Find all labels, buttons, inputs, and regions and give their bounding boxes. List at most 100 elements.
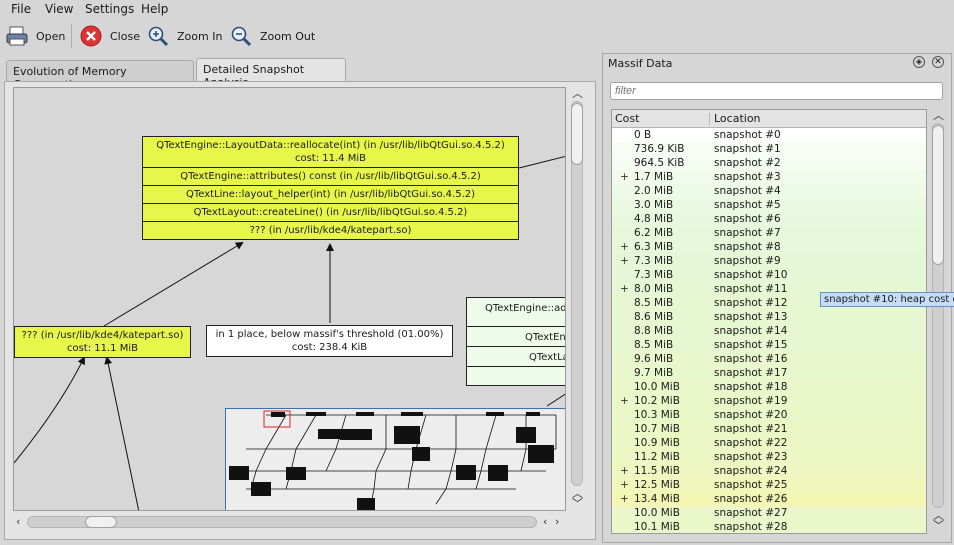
open-button[interactable]: Open	[6, 24, 65, 48]
tree-row[interactable]: 10.3 MiB snapshot #20	[612, 408, 926, 422]
graph-node-katepart[interactable]: ??? (in /usr/lib/kde4/katepart.so) cost:…	[14, 326, 191, 358]
row-location: snapshot #12	[714, 297, 788, 309]
scroll-track[interactable]	[571, 101, 583, 486]
expand-toggle-icon[interactable]: +	[620, 255, 629, 267]
row-cost: 8.6 MiB	[634, 311, 674, 323]
menu-bar: File View Settings Help	[0, 0, 954, 18]
row-location: snapshot #10	[714, 269, 788, 281]
scroll-left-icon[interactable]: ‹	[543, 515, 548, 528]
call-graph-view[interactable]: QTextEngine::LayoutData::reallocate(int)…	[13, 87, 566, 511]
node-cost: cost: 238.4 KiB	[291, 342, 368, 353]
tree-row[interactable]: 8.6 MiB snapshot #13	[612, 310, 926, 324]
float-dock-icon[interactable]: ◈	[913, 56, 925, 68]
node-row	[467, 366, 565, 385]
zoom-in-button[interactable]: Zoom In	[147, 24, 222, 48]
node-row: QTextLayout::createLine() (in /usr/lib/l…	[143, 203, 518, 221]
graph-overview-minimap[interactable]	[225, 408, 565, 510]
row-cost: 10.1 MiB	[634, 521, 680, 533]
close-label: Close	[110, 29, 140, 43]
expand-toggle-icon[interactable]: +	[620, 171, 629, 183]
row-cost: 10.2 MiB	[634, 395, 680, 407]
scroll-thumb[interactable]	[571, 103, 583, 165]
row-location: snapshot #2	[714, 157, 781, 169]
scroll-up-icon[interactable]: ︿	[572, 87, 583, 100]
tree-vertical-scrollbar[interactable]: ︿ ︿ ﹀	[929, 109, 947, 534]
tab-evolution[interactable]: Evolution of Memory Consumption	[6, 60, 194, 91]
row-cost: 8.0 MiB	[634, 283, 674, 295]
menu-file[interactable]: File	[11, 2, 32, 16]
expand-toggle-icon[interactable]: +	[620, 479, 629, 491]
tab-detailed-snapshot[interactable]: Detailed Snapshot Analysis	[196, 58, 346, 89]
row-cost: 9.7 MiB	[634, 367, 674, 379]
graph-node-textengine-partial[interactable]: QTextEngine::adv QTextEngi QTextLa	[466, 297, 565, 386]
expand-toggle-icon[interactable]: +	[620, 283, 629, 295]
row-cost: 10.3 MiB	[634, 409, 680, 421]
scroll-down-icon[interactable]: ﹀	[933, 519, 944, 532]
expand-toggle-icon[interactable]: +	[620, 493, 629, 505]
row-location: snapshot #9	[714, 255, 781, 267]
close-dock-icon[interactable]: ✕	[932, 56, 944, 68]
expand-toggle-icon[interactable]: +	[620, 395, 629, 407]
graph-node-layoutdata-reallocate[interactable]: QTextEngine::LayoutData::reallocate(int)…	[142, 136, 519, 240]
row-location: snapshot #11	[714, 283, 788, 295]
filter-input[interactable]	[610, 82, 943, 100]
row-location: snapshot #8	[714, 241, 781, 253]
expand-toggle-icon[interactable]: +	[620, 465, 629, 477]
row-cost: 8.5 MiB	[634, 297, 674, 309]
column-header-location[interactable]: Location	[714, 112, 761, 125]
scroll-left-icon[interactable]: ‹	[16, 515, 21, 528]
column-header-cost[interactable]: Cost	[615, 112, 640, 125]
graph-horizontal-scrollbar[interactable]: ‹ ‹ ›	[13, 513, 566, 531]
row-cost: 2.0 MiB	[634, 185, 674, 197]
close-button[interactable]: Close	[80, 24, 140, 48]
zoom-out-button[interactable]: Zoom Out	[230, 24, 315, 48]
row-location: snapshot #20	[714, 409, 788, 421]
row-location: snapshot #7	[714, 227, 781, 239]
scroll-down-icon[interactable]: ﹀	[572, 497, 583, 510]
scroll-thumb[interactable]	[932, 125, 944, 265]
row-cost: 4.8 MiB	[634, 213, 674, 225]
expand-toggle-icon[interactable]: +	[620, 241, 629, 253]
menu-settings[interactable]: Settings	[85, 2, 135, 16]
scroll-up-icon[interactable]: ︿	[933, 509, 944, 522]
row-cost: 1.7 MiB	[634, 171, 674, 183]
scroll-right-icon[interactable]: ›	[555, 515, 560, 528]
scroll-up-icon[interactable]: ︿	[933, 109, 944, 122]
menu-help[interactable]: Help	[141, 2, 169, 16]
scroll-up-icon[interactable]: ︿	[572, 487, 583, 500]
node-row: ??? (in /usr/lib/kde4/katepart.so)	[21, 330, 184, 341]
graph-vertical-scrollbar[interactable]: ︿ ︿ ﹀	[568, 87, 586, 511]
scroll-thumb[interactable]	[85, 516, 117, 528]
graph-node-below-threshold[interactable]: in 1 place, below massif's threshold (01…	[206, 325, 453, 357]
scroll-track[interactable]	[27, 516, 537, 528]
row-location: snapshot #13	[714, 311, 788, 323]
menu-view[interactable]: View	[45, 2, 74, 16]
row-location: snapshot #26	[714, 493, 788, 505]
